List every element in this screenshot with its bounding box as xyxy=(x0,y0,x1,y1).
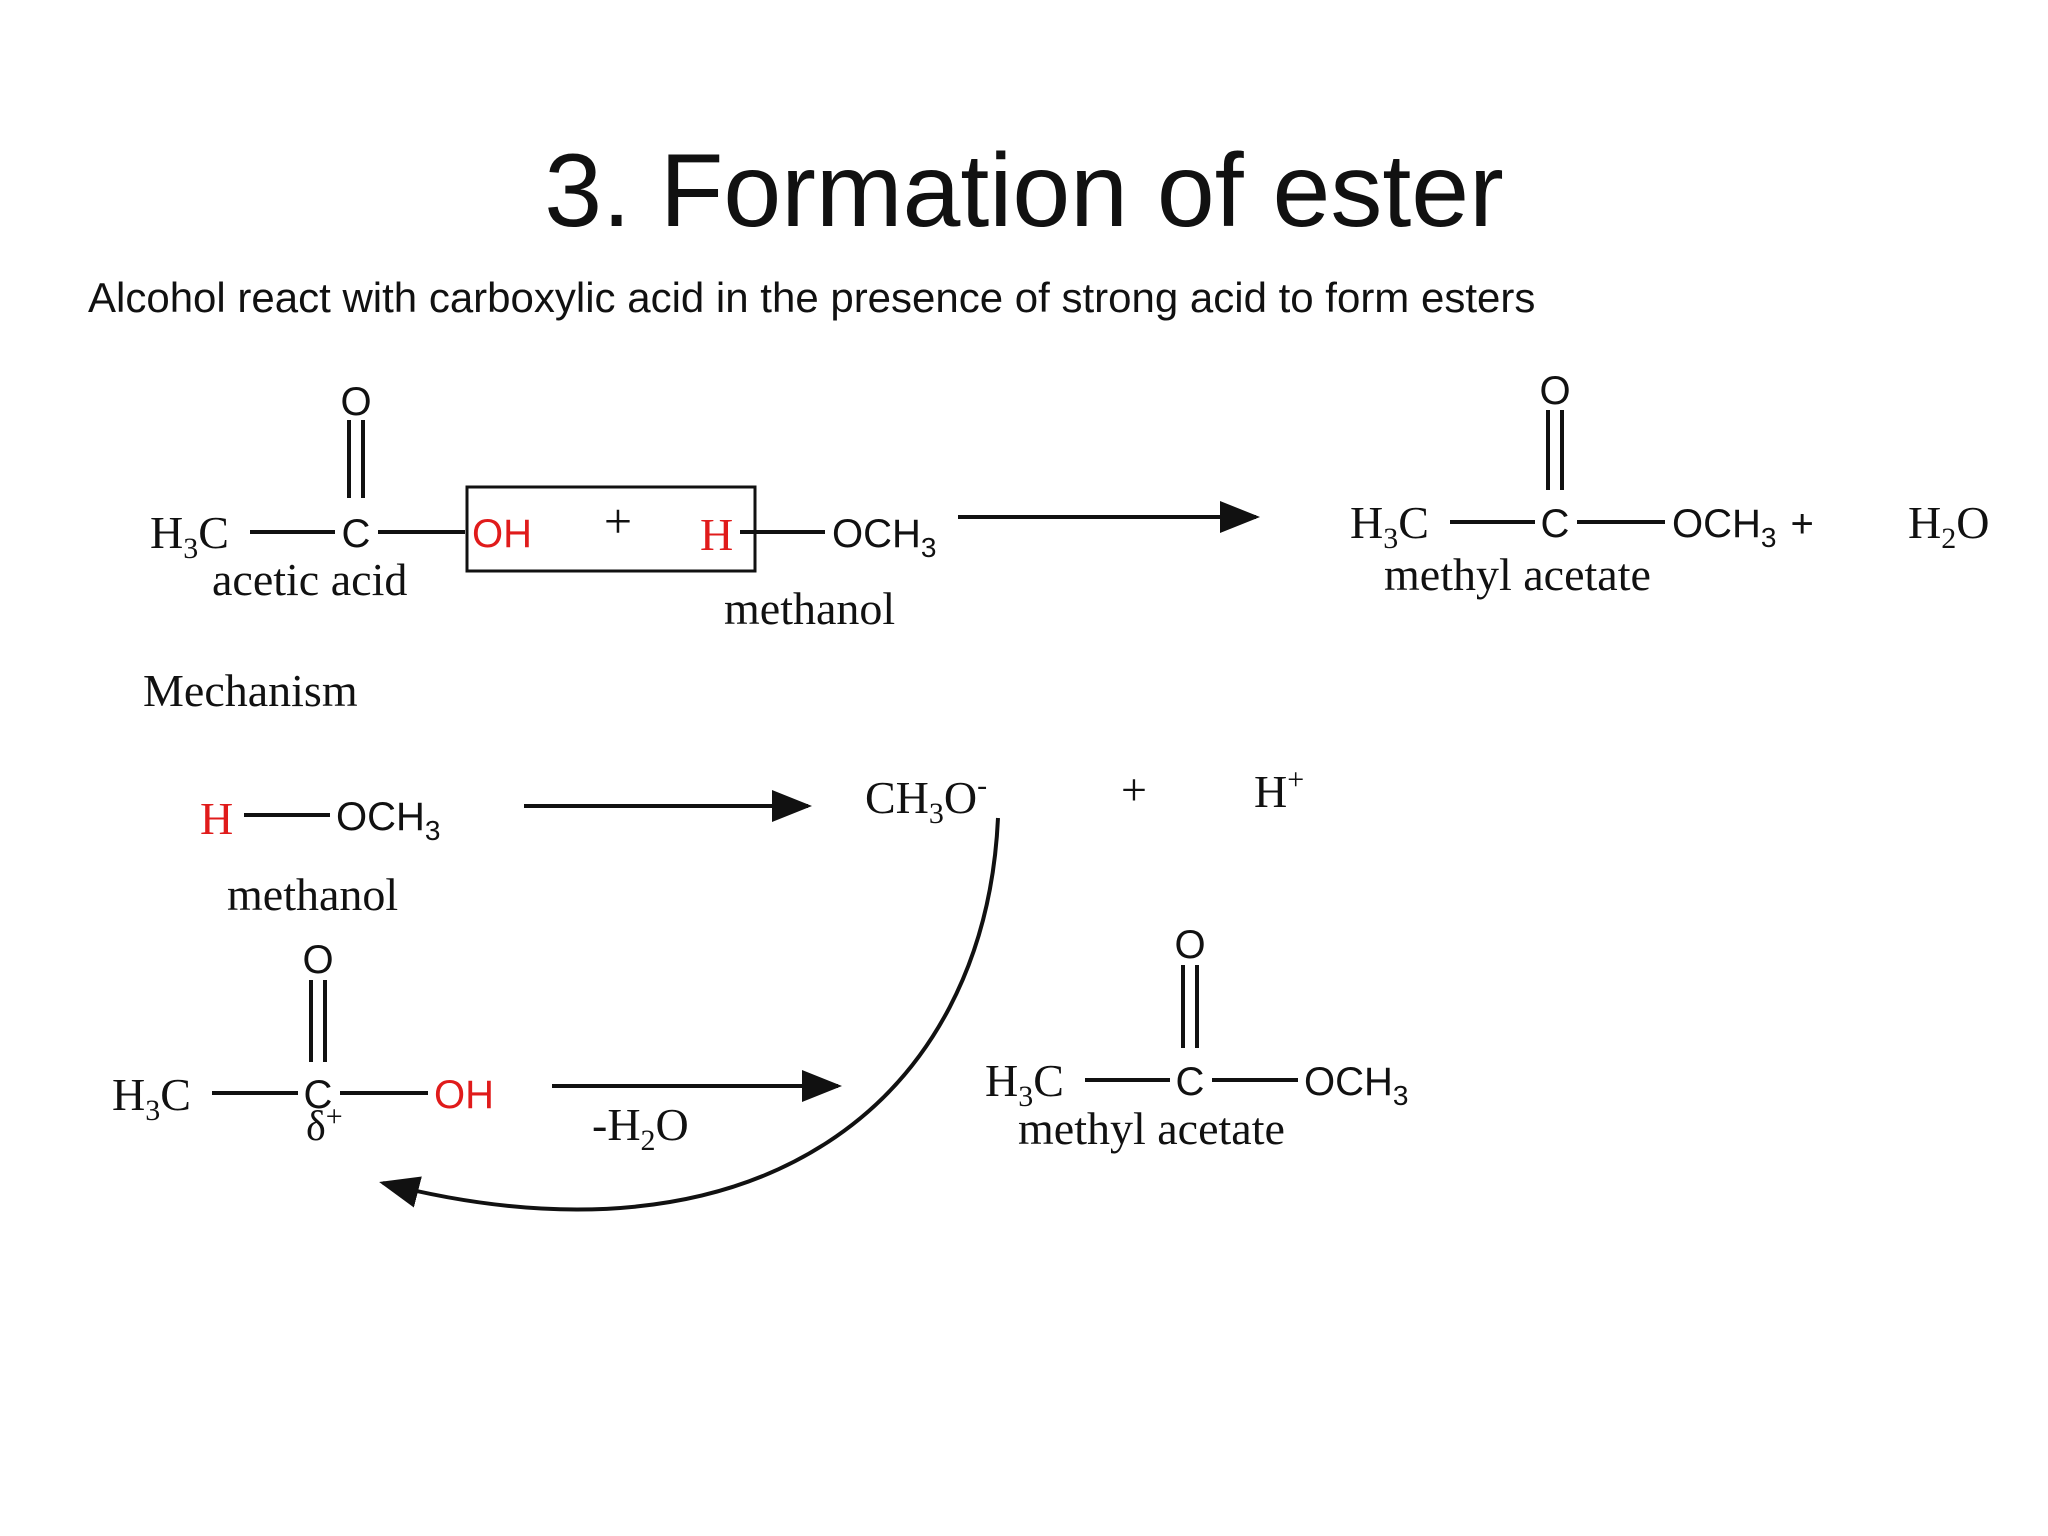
plus-sign: + xyxy=(1121,764,1147,815)
methoxy-group: OCH3 xyxy=(832,512,936,563)
carbonyl-carbon: C xyxy=(304,1073,333,1117)
methyl-group: H3C xyxy=(112,1069,191,1127)
nucleophilic-attack-arrow xyxy=(379,817,1000,1212)
hydroxyl-group: OH xyxy=(434,1073,494,1117)
methyl-acetate-structure: O H3C C OCH3 methyl acetate xyxy=(985,923,1408,1154)
carbonyl-oxygen: O xyxy=(1174,923,1205,967)
slide-subtitle: Alcohol react with carboxylic acid in th… xyxy=(88,274,1535,321)
carbonyl-oxygen: O xyxy=(340,380,371,424)
methoxy-group: OCH3+ xyxy=(1672,502,1814,553)
carbonyl-oxygen: O xyxy=(1539,369,1570,413)
methyl-group: H3C xyxy=(150,507,229,565)
methanol-label: methanol xyxy=(227,869,398,920)
mechanism-heading: Mechanism xyxy=(143,665,358,716)
methyl-acetate-structure: O H3C C OCH3+ methyl acetate xyxy=(1350,369,1814,600)
methoxy-group: OCH3 xyxy=(1304,1060,1408,1111)
hydroxyl-group: OH xyxy=(472,512,532,556)
methanol-label: methanol xyxy=(724,583,895,634)
carbonyl-oxygen: O xyxy=(302,938,333,982)
alcohol-hydrogen: H xyxy=(200,793,233,844)
carbonyl-carbon: C xyxy=(1541,502,1570,546)
water-molecule: H2O xyxy=(1908,497,1989,555)
methoxide-ion: CH3O- xyxy=(865,769,987,830)
slide-title: 3. Formation of ester xyxy=(544,133,1504,249)
proton: H+ xyxy=(1254,763,1304,817)
alcohol-hydrogen: H xyxy=(700,509,733,560)
methanol-structure: H OCH3 methanol xyxy=(200,793,440,920)
acetic-acid-structure: O H3C C OH δ+ xyxy=(112,938,494,1150)
acetic-acid-label: acetic acid xyxy=(212,554,407,605)
methoxy-group: OCH3 xyxy=(336,795,440,846)
acetic-acid-structure: O H3C C OH acetic acid xyxy=(150,380,532,605)
partial-charge-label: δ+ xyxy=(306,1100,343,1150)
plus-sign: + xyxy=(604,493,632,549)
methyl-acetate-label: methyl acetate xyxy=(1384,549,1651,600)
methyl-group: H3C xyxy=(1350,497,1429,555)
water-elimination-box xyxy=(465,485,757,573)
carbonyl-carbon: C xyxy=(342,512,371,556)
methanol-structure: H OCH3 methanol xyxy=(700,509,936,634)
methyl-acetate-label: methyl acetate xyxy=(1018,1103,1285,1154)
water-loss-condition: -H2O xyxy=(592,1099,689,1157)
methyl-group: H3C xyxy=(985,1055,1064,1113)
carbonyl-carbon: C xyxy=(1176,1060,1205,1104)
